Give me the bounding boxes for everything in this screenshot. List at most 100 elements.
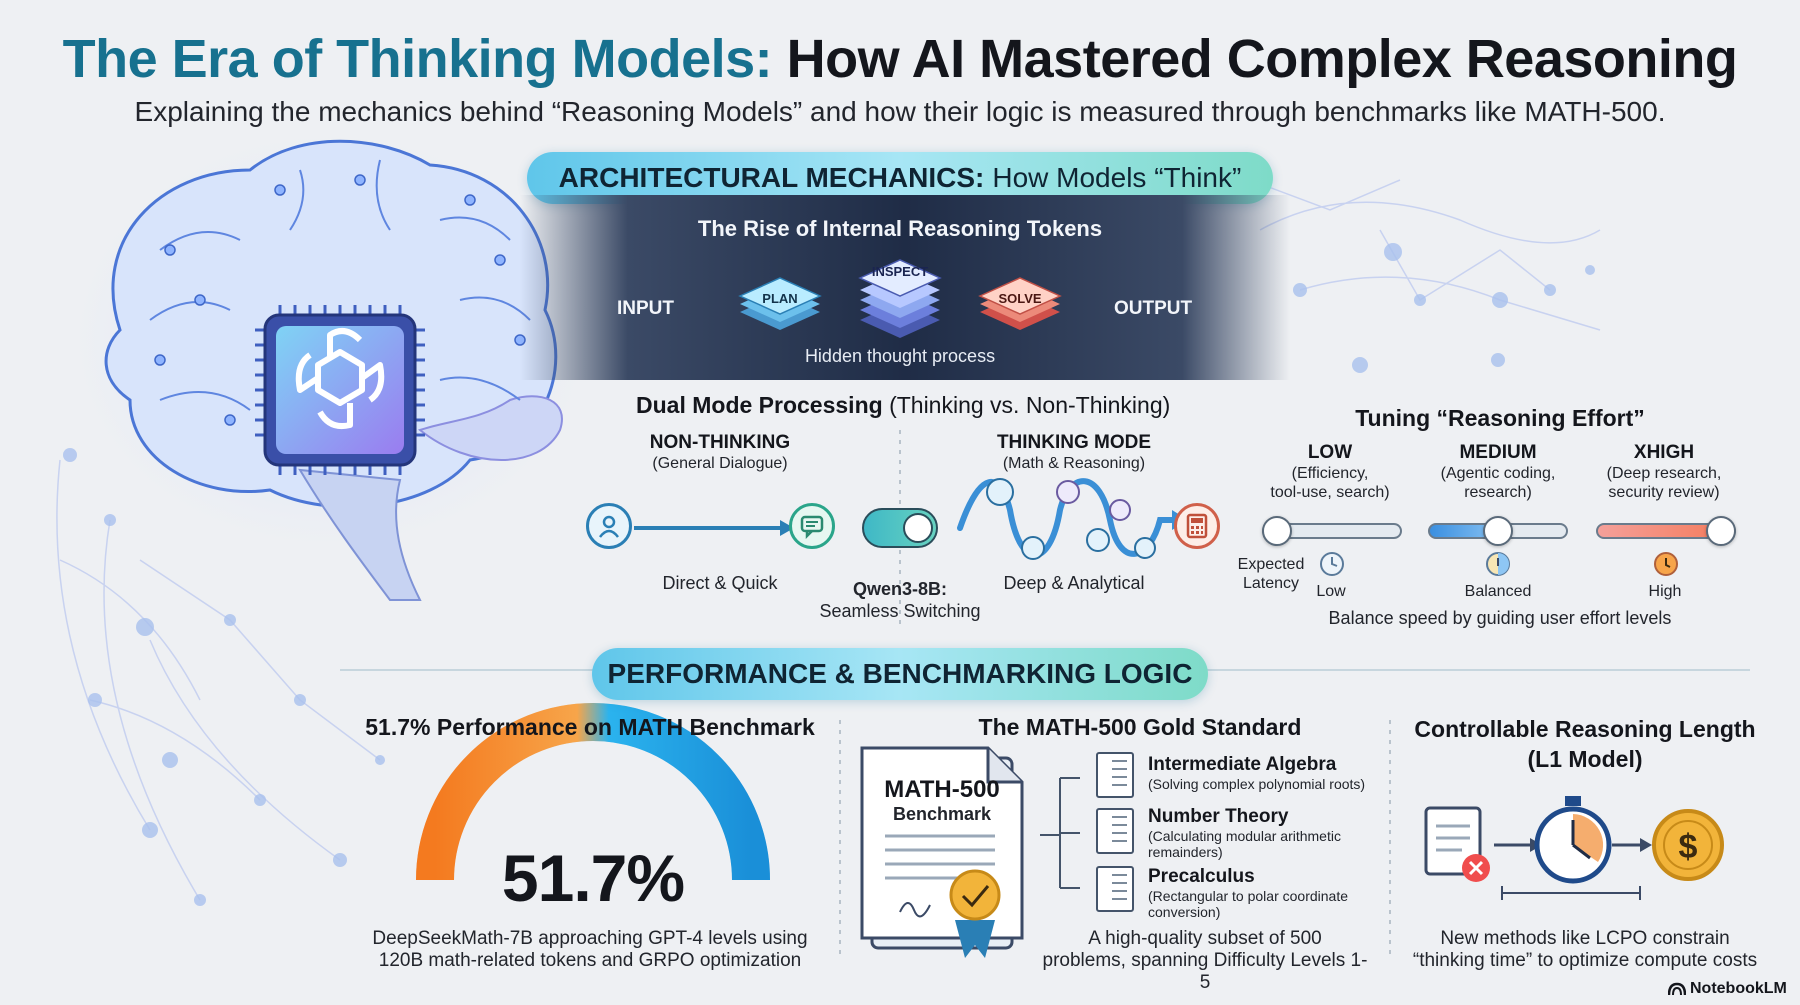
latency-high: High bbox=[1648, 583, 1682, 600]
effort-xhigh-header: XHIGH (Deep research, security review) bbox=[1584, 442, 1744, 502]
dual-mode-title-light: (Thinking vs. Non-Thinking) bbox=[889, 392, 1171, 418]
page-subtitle: Explaining the mechanics behind “Reasoni… bbox=[134, 96, 1666, 127]
inspect-stack-icon bbox=[858, 259, 942, 338]
length-caption-line1: New methods like LCPO constrain bbox=[1440, 928, 1730, 949]
latency-balanced: Balanced bbox=[1464, 583, 1532, 600]
math500-title: The MATH-500 Gold Standard bbox=[978, 714, 1302, 740]
math500-caption-line1: A high-quality subset of 500 bbox=[1088, 928, 1322, 949]
toggle-knob bbox=[903, 513, 933, 543]
topic-doc-icon bbox=[1096, 866, 1134, 912]
reasoning-stack-icons bbox=[738, 259, 1062, 338]
thinking-header: THINKING MODE (Math & Reasoning) bbox=[974, 432, 1174, 473]
effort-slider-xhigh[interactable] bbox=[1596, 516, 1736, 546]
topic-desc-2: remainders) bbox=[1148, 844, 1223, 860]
ai-chip-icon bbox=[255, 305, 425, 475]
gauge-value: 51.7% bbox=[501, 841, 685, 915]
length-title: Controllable Reasoning Length (L1 Model) bbox=[1400, 714, 1770, 774]
effort-medium-header: MEDIUM (Agentic coding, research) bbox=[1418, 442, 1578, 502]
plan-stack-icon bbox=[738, 277, 822, 330]
performance-gauge bbox=[416, 703, 770, 881]
effort-xhigh-label: XHIGH bbox=[1633, 442, 1695, 463]
effort-low-label: LOW bbox=[1307, 442, 1353, 463]
topic-name: Precalculus bbox=[1148, 866, 1255, 887]
non-thinking-header: NON-THINKING (General Dialogue) bbox=[620, 432, 820, 473]
notebooklm-logo-icon bbox=[1668, 982, 1686, 996]
chat-bubble-icon bbox=[789, 503, 835, 549]
latency-low: Low bbox=[1316, 583, 1346, 600]
topic-item: Number Theory (Calculating modular arith… bbox=[1148, 806, 1398, 860]
gauge-caption: DeepSeekMath-7B approaching GPT-4 levels… bbox=[360, 928, 820, 972]
thinking-sub: (Math & Reasoning) bbox=[1002, 455, 1146, 472]
switch-caption: Seamless Switching bbox=[819, 601, 981, 621]
topic-desc: (Calculating modular arithmetic bbox=[1148, 828, 1341, 844]
doc-title: MATH-500 bbox=[884, 776, 1000, 803]
title-main: How AI Mastered Complex Reasoning bbox=[786, 29, 1738, 89]
length-caption: New methods like LCPO constrain “thinkin… bbox=[1400, 928, 1770, 972]
effort-title: Tuning “Reasoning Effort” bbox=[1355, 405, 1645, 431]
topic-desc: (Rectangular to polar coordinate bbox=[1148, 888, 1349, 904]
architecture-pill-bold: ARCHITECTURAL MECHANICS: bbox=[558, 162, 985, 193]
hidden-thought-caption: Hidden thought process bbox=[804, 346, 996, 366]
calculator-icon bbox=[1174, 503, 1220, 549]
performance-section-pill: PERFORMANCE & BENCHMARKING LOGIC bbox=[592, 648, 1208, 700]
non-thinking-label: NON-THINKING bbox=[649, 432, 791, 453]
effort-medium-sub1: (Agentic coding, bbox=[1440, 465, 1556, 482]
effort-low-sub2: tool-use, search) bbox=[1270, 484, 1390, 501]
latency-label-line2: Latency bbox=[1242, 575, 1300, 592]
dual-mode-title: Dual Mode Processing (Thinking vs. Non-T… bbox=[636, 392, 1170, 419]
reasoning-length-icons: $ bbox=[1424, 796, 1724, 900]
slider-knob[interactable] bbox=[1483, 516, 1513, 546]
effort-low-header: LOW (Efficiency, tool-use, search) bbox=[1250, 442, 1410, 502]
topic-name: Number Theory bbox=[1148, 806, 1289, 827]
effort-caption: Balance speed by guiding user effort lev… bbox=[1328, 608, 1672, 628]
thinking-path-icon bbox=[957, 478, 1188, 560]
mode-toggle-switch[interactable] bbox=[862, 508, 938, 548]
length-caption-line2: “thinking time” to optimize compute cost… bbox=[1412, 950, 1758, 971]
switching-caption: Qwen3-8B: Seamless Switching bbox=[800, 578, 1000, 622]
step-plan: PLAN bbox=[762, 291, 798, 306]
direct-quick-caption: Direct & Quick bbox=[662, 573, 778, 593]
effort-medium-label: MEDIUM bbox=[1459, 442, 1537, 463]
tokens-title: The Rise of Internal Reasoning Tokens bbox=[697, 216, 1103, 241]
expected-latency-label: Expected Latency bbox=[1226, 555, 1316, 593]
clock-balanced-icon bbox=[1486, 552, 1510, 576]
step-solve: SOLVE bbox=[998, 291, 1042, 306]
svg-text:$: $ bbox=[1679, 828, 1698, 866]
gauge-caption-line1: DeepSeekMath-7B approaching GPT-4 levels… bbox=[372, 928, 808, 949]
effort-medium-sub2: research) bbox=[1464, 484, 1532, 501]
length-title-line1: Controllable Reasoning Length bbox=[1414, 716, 1756, 742]
brand-text: NotebookLM bbox=[1690, 980, 1787, 997]
user-icon bbox=[586, 503, 632, 549]
effort-low-sub1: (Efficiency, bbox=[1291, 465, 1369, 482]
deep-analytical-caption: Deep & Analytical bbox=[1003, 573, 1145, 593]
length-title-line2: (L1 Model) bbox=[1527, 746, 1643, 772]
clock-high-icon bbox=[1654, 552, 1678, 576]
thinking-label: THINKING MODE bbox=[996, 432, 1152, 453]
topic-item: Intermediate Algebra (Solving complex po… bbox=[1148, 754, 1398, 792]
math500-document-icon bbox=[860, 746, 1024, 958]
openai-logo-icon bbox=[295, 328, 385, 430]
gauge-title: 51.7% Performance on MATH Benchmark bbox=[365, 714, 815, 740]
dual-mode-title-bold: Dual Mode Processing bbox=[636, 392, 883, 418]
switch-model-label: Qwen3-8B: bbox=[852, 579, 948, 599]
topic-desc-2: conversion) bbox=[1148, 904, 1221, 920]
latency-label-line1: Expected bbox=[1237, 556, 1305, 573]
doc-sub: Benchmark bbox=[892, 804, 992, 824]
architecture-pill-light: How Models “Think” bbox=[992, 162, 1242, 193]
topic-doc-icon bbox=[1096, 808, 1134, 854]
input-label: INPUT bbox=[617, 298, 674, 319]
page-title: The Era of Thinking Models: How AI Maste… bbox=[0, 28, 1800, 90]
non-thinking-sub: (General Dialogue) bbox=[652, 455, 788, 472]
slider-knob[interactable] bbox=[1262, 516, 1292, 546]
topic-item: Precalculus (Rectangular to polar coordi… bbox=[1148, 866, 1398, 920]
solve-stack-icon bbox=[978, 277, 1062, 330]
effort-slider-medium[interactable] bbox=[1428, 516, 1568, 546]
topic-desc: (Solving complex polynomial roots) bbox=[1148, 776, 1366, 792]
title-highlight: The Era of Thinking Models: bbox=[62, 29, 773, 89]
effort-slider-low[interactable] bbox=[1262, 516, 1402, 546]
slider-knob[interactable] bbox=[1706, 516, 1736, 546]
gauge-caption-line2: 120B math-related tokens and GRPO optimi… bbox=[378, 950, 802, 971]
notebooklm-brand: NotebookLM bbox=[1668, 980, 1787, 998]
topic-doc-icon bbox=[1096, 752, 1134, 798]
